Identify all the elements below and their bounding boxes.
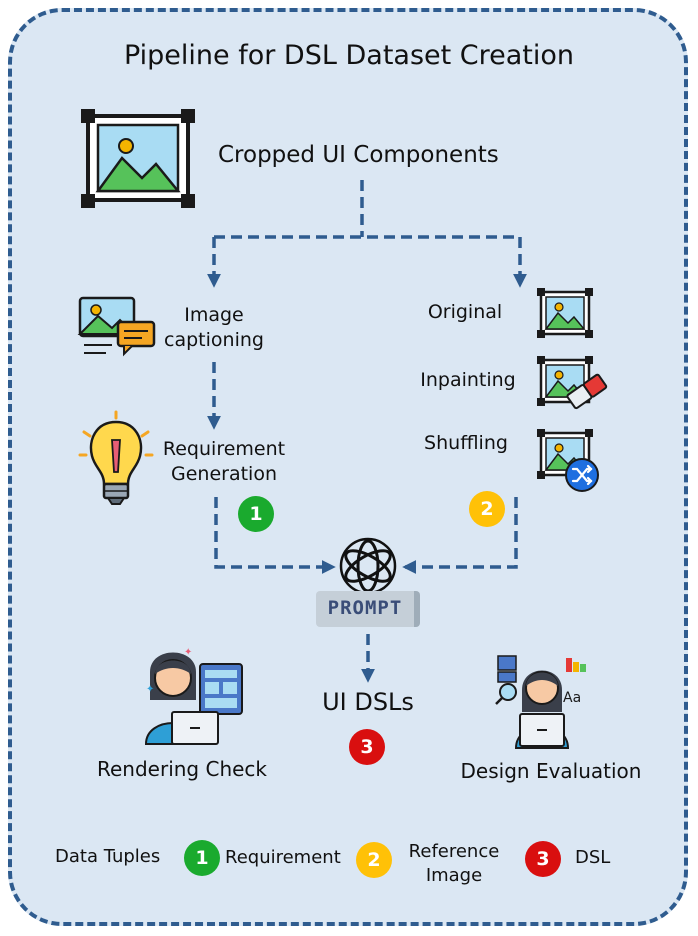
rendering-check-label: Rendering Check [96,757,268,781]
prompt-label: PROMPT [327,597,403,619]
design-evaluation-label: Design Evaluation [460,759,642,783]
badge-2: 2 [469,491,505,527]
svg-text:✦: ✦ [184,647,192,658]
prompt-box: PROMPT [316,591,420,627]
legend-dsl-label: DSL [575,847,611,868]
legend-reference-image-label: Reference Image [409,840,500,888]
requirement-generation-text: Requirement Generation [162,438,286,485]
legend-reference-image-text: Reference Image [408,841,500,886]
legend-badge-2: 2 [356,842,392,878]
legend-badge-3: 3 [525,841,561,877]
original-label: Original [427,301,503,323]
badge-1: 1 [238,496,274,532]
image-captioning-text: Image captioning [164,304,264,351]
legend-requirement-label: Requirement [225,847,341,868]
svg-text:✦: ✦ [146,684,154,695]
shuffling-label: Shuffling [424,432,508,454]
badge-3: 3 [349,729,385,765]
legend-title: Data Tuples [55,846,161,867]
ui-dsls-label: UI DSLs [322,688,414,716]
requirement-generation-label: Requirement Generation [163,437,285,487]
image-captioning-label: Image captioning [164,303,264,353]
inpainting-label: Inpainting [420,369,516,391]
page-title: Pipeline for DSL Dataset Creation [123,40,575,71]
source-label: Cropped UI Components [218,142,499,168]
svg-text:Aa: Aa [563,690,581,706]
legend-badge-1: 1 [184,840,220,876]
